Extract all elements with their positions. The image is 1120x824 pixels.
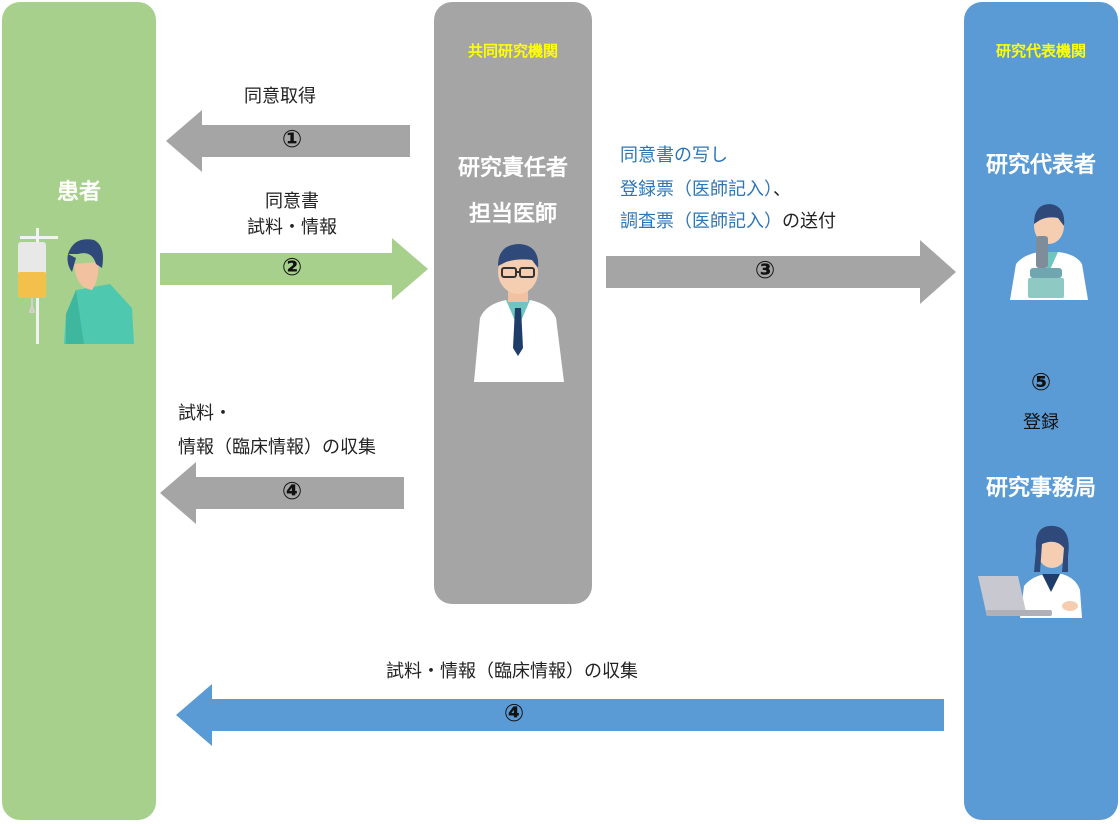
arrow-3-label-line3-blue: 調査票（医師記入） (620, 211, 782, 232)
arrow-4-top-label-line1: 試料・ (178, 403, 232, 424)
office-worker-laptop-icon (978, 525, 1082, 618)
attending-doctor-label: 担当医師 (468, 202, 557, 227)
arrow-4-bottom-number: ④ (503, 699, 525, 727)
arrow-1-label: 同意取得 (244, 86, 316, 107)
arrow-2-consent-samples (160, 238, 428, 300)
step5-number: ⑤ (1030, 368, 1052, 396)
arrow-3-label: 同意書の写し 登録票（医師記入）、 調査票（医師記入）の送付 (620, 143, 836, 235)
research-office-label: 研究事務局 (985, 476, 1096, 501)
arrow-4-top-label: 試料・ 情報（臨床情報）の収集 (178, 401, 376, 461)
collaborating-institution-title: 共同研究機関 (467, 42, 558, 60)
arrow-3-label-line3-black: の送付 (782, 211, 836, 232)
registration-label: 登録 (1023, 412, 1059, 433)
arrow-4-top-number: ④ (281, 477, 303, 505)
doctor-illustration-icon (474, 244, 564, 382)
arrow-2-label-line2: 試料・情報 (247, 217, 337, 238)
arrow-3-document-submission (606, 240, 956, 304)
arrow-4-bottom-label: 試料・情報（臨床情報）の収集 (386, 661, 638, 682)
arrow-4-collection-from-rep (176, 684, 944, 746)
arrow-3-label-line1: 同意書の写し (620, 145, 728, 166)
arrow-4-collection-from-coop (160, 462, 404, 524)
researcher-microscope-icon (1010, 204, 1088, 300)
arrow-3-label-line2-blue: 登録票（医師記入） (620, 179, 773, 200)
arrow-3-label-line2-black: 、 (773, 179, 791, 200)
representative-institution-column: 研究代表機関 研究代表者 ⑤ 登録 研究事務局 (964, 2, 1118, 820)
arrow-1-number: ① (281, 125, 303, 153)
patient-column: 患者 (2, 2, 156, 820)
patient-label: 患者 (56, 180, 101, 205)
research-representative-label: 研究代表者 (985, 153, 1096, 178)
arrow-3-number: ③ (754, 256, 776, 284)
arrow-2-label-line1: 同意書 (265, 191, 319, 212)
patient-illustration-icon (18, 228, 134, 344)
arrow-1-consent-acquisition (166, 110, 410, 172)
representative-institution-title: 研究代表機関 (995, 42, 1086, 60)
principal-investigator-label: 研究責任者 (457, 156, 568, 181)
arrow-2-label: 同意書 試料・情報 (222, 189, 362, 241)
arrow-2-number: ② (281, 253, 303, 281)
arrow-4-top-label-line2: 情報（臨床情報）の収集 (178, 437, 376, 458)
